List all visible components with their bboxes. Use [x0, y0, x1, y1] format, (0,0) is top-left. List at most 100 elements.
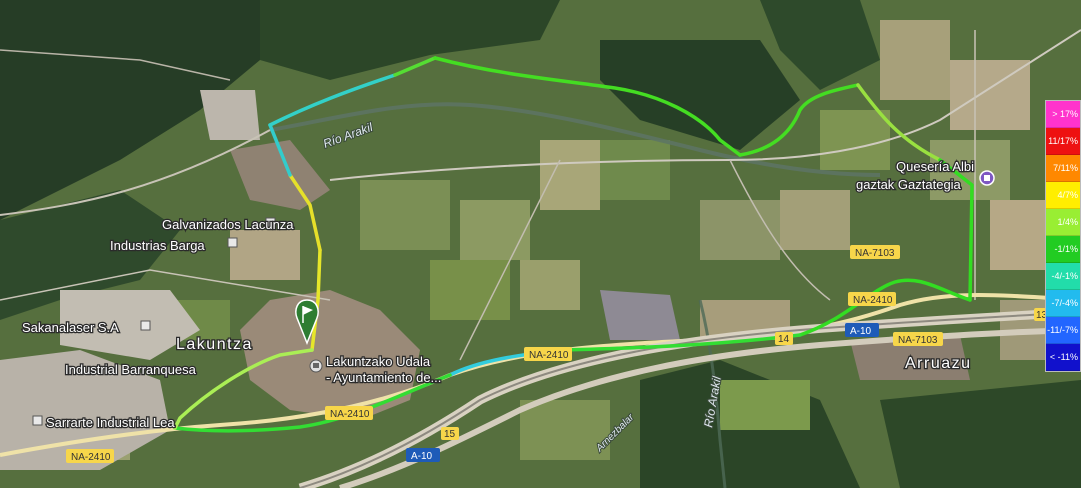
field: [600, 140, 670, 200]
svg-text:NA-2410: NA-2410: [330, 409, 370, 420]
route-segment: [856, 83, 942, 162]
svg-text:NA-7103: NA-7103: [855, 248, 895, 259]
field: [230, 230, 300, 280]
forest-north: [260, 0, 560, 80]
forest-northcentral: [600, 40, 800, 150]
road-shield-na2410: NA-2410: [848, 292, 896, 306]
parking-area: [600, 290, 680, 340]
svg-text:NA-2410: NA-2410: [71, 452, 111, 463]
field: [880, 20, 950, 100]
road-a10-median: [299, 311, 1081, 488]
exit-number-14: 14: [775, 332, 793, 345]
road-shield-na2410: NA-2410: [325, 406, 373, 420]
river-arakil: [269, 102, 881, 177]
place-label-queseria-line1[interactable]: Quesería Albi: [895, 158, 976, 176]
forest-northeast: [760, 0, 880, 90]
place-label-sakanalaser[interactable]: Sakanalaser S.A: [21, 319, 121, 337]
place-label-udala-line2[interactable]: - Ayuntamiento de...: [325, 369, 443, 387]
route-segment: [433, 56, 742, 157]
road-shield-na7103: NA-7103: [850, 245, 900, 259]
legend-item: 11/17%: [1046, 128, 1080, 155]
slope-legend: > 17%11/17%7/11%4/7%1/4%-1/1%-4/-1%-7/-4…: [1045, 100, 1081, 372]
field: [780, 190, 850, 250]
svg-text:15: 15: [444, 429, 456, 440]
town-label-arruazu: Arruazu: [905, 355, 972, 372]
town-arruazu-area: [850, 335, 970, 380]
legend-item: > 17%: [1046, 101, 1080, 128]
river-arakil-south: [698, 299, 727, 488]
town-lakuntza-area: [240, 290, 420, 420]
route-segment: [288, 173, 322, 252]
route-segment: [558, 333, 802, 352]
place-label-barga[interactable]: Industrias Barga: [109, 237, 207, 255]
route-segment: [393, 56, 437, 77]
field: [720, 380, 810, 430]
place-label-queseria-line2[interactable]: gaztak Gaztategia: [855, 176, 963, 194]
exit-number-15: 15: [441, 427, 459, 440]
road-shield-na7103: NA-7103: [893, 332, 943, 346]
route-segment: [938, 158, 974, 302]
legend-item: 1/4%: [1046, 209, 1080, 236]
route-track: [173, 56, 974, 433]
road-shield-a10: A-10: [406, 448, 440, 462]
field: [990, 200, 1045, 270]
field: [700, 200, 780, 260]
svg-text:NA-2410: NA-2410: [853, 295, 893, 306]
field: [360, 180, 450, 250]
road-minor: [0, 269, 331, 301]
legend-item: 4/7%: [1046, 182, 1080, 209]
poi-marker-icon[interactable]: [227, 237, 238, 248]
route-segment: [310, 248, 322, 352]
field: [430, 260, 510, 320]
field: [520, 260, 580, 310]
legend-item: -4/-1%: [1046, 263, 1080, 290]
poi-marker-icon[interactable]: [265, 217, 276, 228]
legend-item: < -11%: [1046, 344, 1080, 371]
place-label-barranquesa[interactable]: Industrial Barranquesa: [64, 361, 198, 379]
road-shield-a10: A-10: [845, 323, 879, 337]
industrial-area: [0, 350, 170, 470]
field: [460, 200, 530, 260]
svg-text:13: 13: [1036, 310, 1048, 321]
poi-marker-icon[interactable]: [140, 320, 151, 331]
svg-text:14: 14: [778, 334, 790, 345]
svg-text:A-10: A-10: [850, 326, 872, 337]
road-minor: [329, 29, 1081, 181]
field: [820, 110, 890, 170]
road-shield-na2410: NA-2410: [66, 449, 114, 463]
svg-text:NA-2410: NA-2410: [529, 350, 569, 361]
place-label-sarrarte[interactable]: Sarrarte Industrial Lea: [45, 414, 177, 432]
road-a10-lane: [339, 327, 1081, 488]
town-hall-marker-icon[interactable]: [309, 359, 323, 373]
road-minor: [729, 159, 831, 301]
town-north-area: [230, 140, 330, 210]
road-minor: [459, 159, 561, 361]
place-label-udala-line1[interactable]: Lakuntzako Udala: [325, 353, 432, 371]
forest-southeast: [880, 380, 1081, 488]
shop-marker-icon[interactable]: [979, 170, 995, 186]
legend-item: -1/1%: [1046, 236, 1080, 263]
field: [540, 140, 600, 210]
legend-item: -11/-7%: [1046, 317, 1080, 344]
forest-west: [0, 190, 180, 320]
place-label-galvanizados[interactable]: Galvanizados Lacunza: [161, 216, 296, 234]
route-segment: [268, 73, 397, 127]
legend-item: 7/11%: [1046, 155, 1080, 182]
field: [520, 400, 610, 460]
route-segment: [268, 123, 292, 177]
route-segment: [738, 83, 860, 157]
road-minor: [0, 49, 231, 81]
road-shield-na2410: NA-2410: [524, 347, 572, 361]
route-segment: [798, 278, 972, 337]
svg-text:A-10: A-10: [411, 451, 433, 462]
town-label-lakuntza: Lakuntza: [176, 336, 253, 353]
field: [930, 140, 1010, 200]
poi-marker-icon[interactable]: [32, 415, 43, 426]
route-segment: [173, 373, 452, 433]
legend-item: -7/-4%: [1046, 290, 1080, 317]
svg-text:NA-7103: NA-7103: [898, 335, 938, 346]
start-flag-pin-icon[interactable]: [295, 299, 319, 346]
industrial-area-2: [60, 290, 200, 360]
route-segment: [173, 348, 314, 430]
